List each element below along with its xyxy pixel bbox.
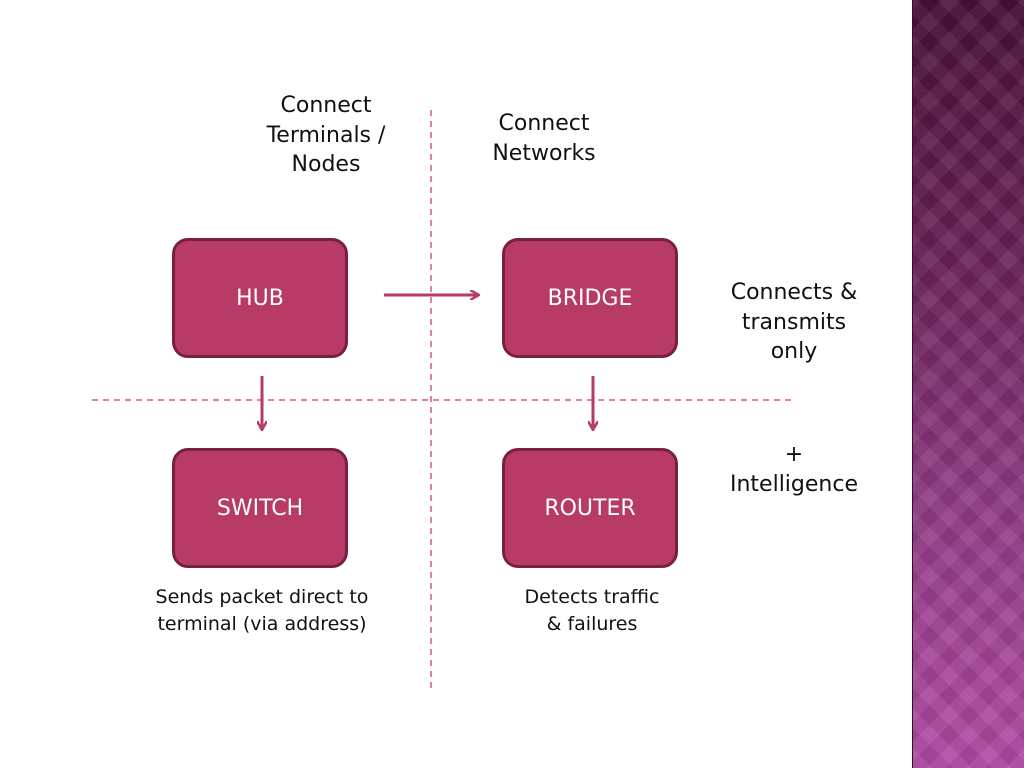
header-connect-networks: Connect Networks	[492, 111, 596, 166]
bridge-node: BRIDGE	[502, 238, 678, 358]
header-connect-terminals: Connect Terminals / Nodes	[266, 93, 386, 178]
note-connects-transmits: Connects & transmits only	[730, 280, 858, 365]
note-router: Detects traffic & failures	[524, 586, 660, 635]
decorative-side-band	[912, 0, 1024, 768]
switch-node: SWITCH	[172, 448, 348, 568]
hub-node: HUB	[172, 238, 348, 358]
router-node: ROUTER	[502, 448, 678, 568]
note-intelligence: + Intelligence	[729, 442, 858, 497]
note-switch: Sends packet direct to terminal (via add…	[155, 586, 369, 635]
